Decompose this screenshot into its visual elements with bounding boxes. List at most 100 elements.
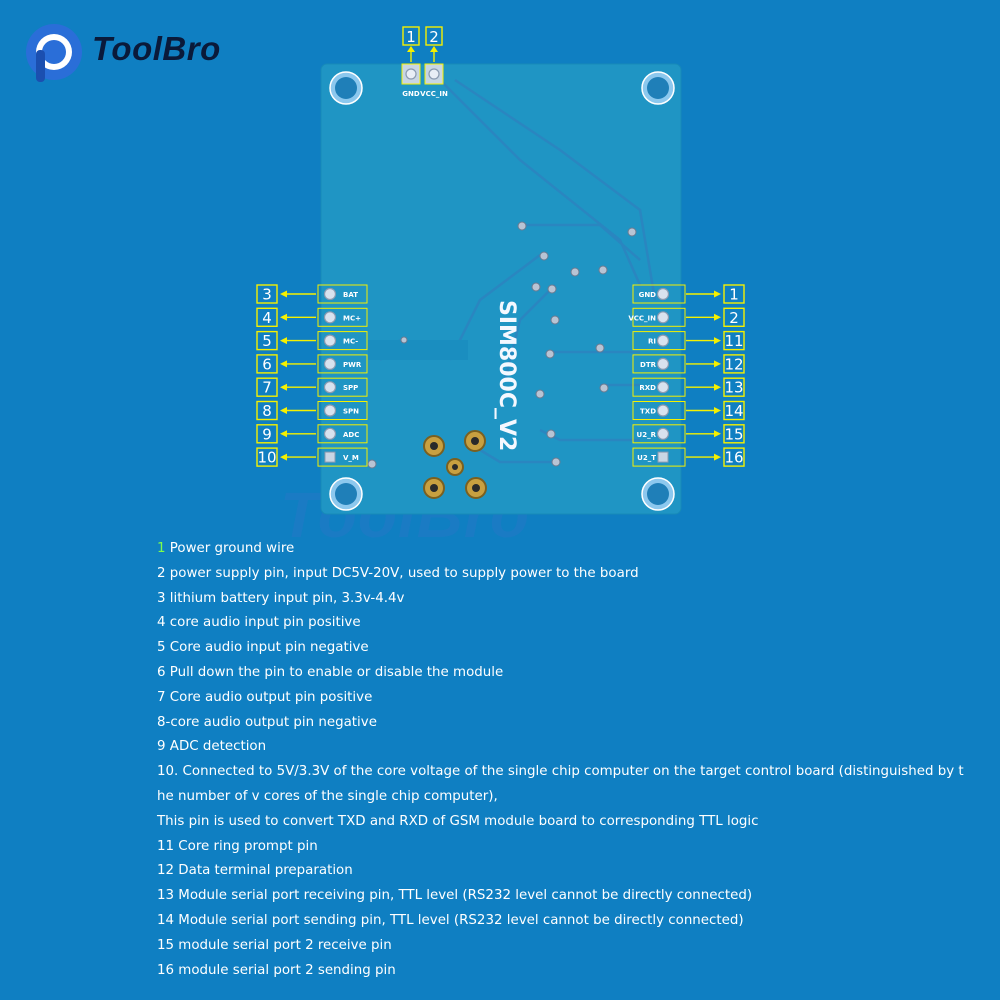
description-text: Connected to 5V/3.3V of the core voltage… — [178, 764, 964, 780]
description-text: lithium battery input pin, 3.3v-4.4v — [165, 590, 405, 606]
callout-number: 7 — [262, 379, 272, 397]
description-number: 6 — [157, 664, 166, 680]
pin-outline — [632, 447, 686, 467]
arrow-head-icon — [714, 337, 721, 345]
arrow-head-icon — [714, 453, 721, 461]
callout-box-right-12 — [723, 354, 745, 374]
description-text: -core audio output pin negative — [165, 714, 377, 730]
pin-label: VCC_IN — [420, 90, 448, 98]
description-number: 4 — [157, 615, 166, 631]
pin-label: ADC — [343, 431, 359, 439]
pin-label: U2_R — [637, 431, 657, 439]
pin-outline — [317, 284, 368, 304]
callout-number: 6 — [262, 355, 272, 373]
callout-box-right-14 — [723, 400, 745, 421]
callout-box-right-16 — [723, 447, 745, 467]
callout-box-left-4 — [256, 307, 278, 327]
description-text: module serial port 2 receive pin — [174, 937, 392, 953]
description-line: 3 lithium battery input pin, 3.3v-4.4v — [157, 590, 987, 615]
pin-label: U2_T — [637, 454, 656, 462]
description-line: 14 Module serial port sending pin, TTL l… — [157, 912, 987, 937]
pin-outline — [632, 284, 686, 304]
description-text: Core audio input pin negative — [165, 640, 369, 656]
description-line: 5 Core audio input pin negative — [157, 639, 987, 664]
callout-box-left-9 — [256, 424, 278, 444]
description-number: 15 — [157, 937, 175, 953]
pin-label: MC- — [343, 338, 358, 346]
arrow-head-icon — [407, 46, 415, 52]
callout-box-right-2 — [723, 307, 745, 327]
description-text: This pin is used to convert TXD and RXD … — [157, 813, 759, 829]
description-number: 16 — [157, 962, 175, 978]
pin-outline — [632, 354, 686, 374]
pin-hole — [656, 311, 670, 324]
description-number: 2 — [157, 565, 166, 581]
description-number: 3 — [157, 590, 166, 606]
description-text: Pull down the pin to enable or disable t… — [165, 664, 504, 680]
callout-number: 14 — [724, 402, 743, 420]
description-line: This pin is used to convert TXD and RXD … — [157, 813, 987, 838]
description-number: 11 — [157, 838, 175, 854]
pin-hole — [656, 381, 670, 394]
pin-hole — [323, 287, 337, 301]
description-text: ADC detection — [165, 739, 267, 755]
pin-outline — [317, 447, 368, 467]
arrow-head-icon — [714, 430, 721, 438]
description-line: 10. Connected to 5V/3.3V of the core vol… — [157, 763, 987, 788]
pcb-vias — [367, 221, 637, 469]
pin-outline — [317, 354, 368, 374]
description-text: Core audio output pin positive — [165, 689, 373, 705]
description-number: 9 — [157, 739, 166, 755]
callout-number: 2 — [429, 28, 439, 46]
arrow-head-icon — [280, 407, 287, 414]
arrow-head-icon — [280, 313, 287, 321]
callout-number: 3 — [262, 286, 272, 304]
callout-box-left-6 — [256, 354, 278, 374]
pin-hole — [657, 451, 669, 463]
arrow-head-icon — [280, 453, 287, 461]
callout-number: 5 — [262, 332, 272, 350]
pin-hole — [323, 404, 337, 417]
callout-box-top-1 — [402, 26, 420, 46]
description-line: 16 module serial port 2 sending pin — [157, 962, 987, 987]
callout-number: 4 — [262, 309, 272, 327]
callout-box-left-8 — [256, 400, 278, 421]
pin-outline — [632, 307, 686, 327]
arrow-head-icon — [430, 46, 438, 52]
pin-outline — [632, 331, 686, 351]
callout-number: 15 — [724, 425, 743, 443]
callout-box-left-5 — [256, 330, 278, 351]
description-line: he number of v cores of the single chip … — [157, 788, 987, 813]
pin-hole — [323, 311, 337, 324]
callout-box-left-3 — [256, 284, 278, 304]
callout-box-right-1 — [723, 284, 745, 304]
callout-number: 1 — [406, 28, 416, 46]
pin-hole — [323, 357, 337, 370]
description-line: 7 Core audio output pin positive — [157, 689, 987, 714]
pin-outline — [317, 424, 368, 444]
callout-number: 9 — [262, 425, 272, 443]
description-text: Core ring prompt pin — [174, 838, 318, 854]
pin-label: GND — [402, 90, 420, 98]
pin-label: MC+ — [343, 314, 361, 322]
pin-hole — [323, 381, 337, 394]
callout-number: 12 — [724, 355, 743, 373]
jack-pads — [423, 430, 487, 499]
brand-logo — [18, 20, 258, 82]
pin-outline — [632, 377, 686, 397]
pin-hole — [656, 334, 670, 347]
description-line: 6 Pull down the pin to enable or disable… — [157, 664, 987, 689]
description-number: 5 — [157, 640, 166, 656]
callout-number: 8 — [262, 402, 272, 420]
callout-number: 13 — [724, 379, 743, 397]
callout-number: 2 — [729, 309, 739, 327]
pin-hole — [656, 427, 670, 440]
pin-hole — [323, 334, 337, 347]
callout-number: 16 — [724, 449, 743, 467]
arrow-head-icon — [280, 360, 287, 368]
arrow-head-icon — [280, 383, 287, 391]
pin-outline — [317, 401, 368, 420]
